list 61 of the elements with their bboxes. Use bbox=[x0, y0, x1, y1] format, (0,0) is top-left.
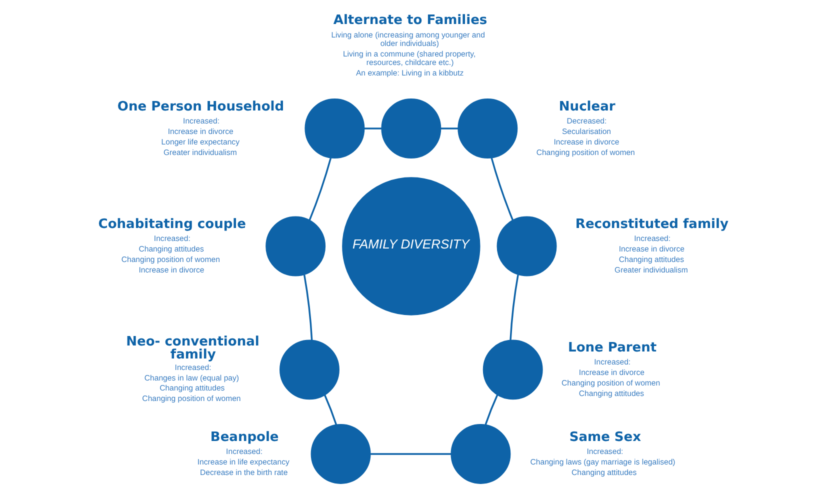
node-label: Increase in divorce bbox=[578, 368, 644, 377]
node-label: Increase in divorce bbox=[168, 126, 234, 136]
connector bbox=[324, 394, 338, 424]
node-label: Increase in divorce bbox=[554, 136, 620, 146]
node-circle bbox=[266, 216, 326, 276]
node-label: Living in a commune (shared property, resources, childcare etc.) bbox=[342, 49, 476, 67]
node-label: Increase in divorce bbox=[138, 265, 204, 274]
node-label: Same Sex bbox=[569, 429, 642, 444]
node-label: Increased: bbox=[634, 234, 671, 243]
node-label: Longer life expectancy bbox=[161, 136, 240, 146]
connector bbox=[370, 452, 452, 454]
node-label: Secularisation bbox=[562, 126, 612, 136]
node-label: Lone Parent bbox=[568, 340, 657, 355]
node-label: Neo- conventional family bbox=[126, 334, 260, 362]
node-label: Changing position of women bbox=[536, 147, 635, 156]
node-label: Greater individualism bbox=[614, 265, 688, 274]
node-circle bbox=[496, 216, 557, 276]
node-label: Changing attitudes bbox=[138, 244, 204, 254]
node-label: Increased: bbox=[226, 446, 263, 456]
node-label: Reconstituted family bbox=[575, 216, 728, 232]
connector bbox=[308, 157, 332, 220]
node-label: Greater individualism bbox=[163, 147, 237, 156]
connector bbox=[490, 157, 514, 220]
node-circle bbox=[310, 424, 371, 484]
node-circle bbox=[482, 339, 543, 400]
node-label: Changing position of women bbox=[121, 254, 220, 264]
node-circle: FAMILY DIVERSITY bbox=[342, 176, 480, 315]
node-label: Cohabitating couple bbox=[98, 216, 246, 232]
connector bbox=[510, 274, 519, 340]
connector bbox=[303, 274, 313, 340]
node-label: Increased: bbox=[154, 234, 190, 243]
node-label: Decrease in the birth rate bbox=[200, 468, 288, 477]
node-label: Changing attitudes bbox=[572, 468, 637, 477]
node-label: Increased: bbox=[183, 116, 220, 125]
node-label: Changing attitudes bbox=[618, 254, 684, 264]
node-label: Increased: bbox=[586, 446, 624, 456]
node-circle bbox=[458, 98, 518, 158]
connector bbox=[364, 127, 382, 129]
node-label: Increase in divorce bbox=[618, 244, 684, 254]
node-circle bbox=[280, 339, 340, 400]
node-label: An example: Living in a kibbutz bbox=[356, 68, 464, 78]
node-label: Changing position of women bbox=[142, 394, 241, 403]
node-circle bbox=[304, 98, 365, 158]
node-label: One Person Household bbox=[117, 98, 284, 114]
node-circle bbox=[381, 98, 442, 158]
node-label: Changing attitudes bbox=[578, 388, 644, 398]
node-label: Alternate to Families bbox=[333, 12, 488, 28]
node-label: Decreased: bbox=[566, 116, 607, 125]
node-label: Increased: bbox=[174, 362, 212, 372]
node-label: Changing laws (gay marriage is legalised) bbox=[530, 457, 676, 466]
node-label: Changes in law (equal pay) bbox=[144, 372, 240, 382]
node-label: Living alone (increasing among younger and older individuals) bbox=[331, 30, 485, 48]
node-label: Nuclear bbox=[558, 98, 616, 114]
node-label: Changing attitudes bbox=[160, 383, 225, 392]
connector bbox=[440, 127, 458, 129]
node-label: Increased: bbox=[594, 357, 631, 366]
node-label: Changing position of women bbox=[562, 378, 660, 387]
node-circle bbox=[450, 424, 511, 484]
node-label: Increase in life expectancy bbox=[197, 457, 290, 466]
connector bbox=[484, 394, 498, 424]
node-label: Beanpole bbox=[210, 429, 279, 444]
